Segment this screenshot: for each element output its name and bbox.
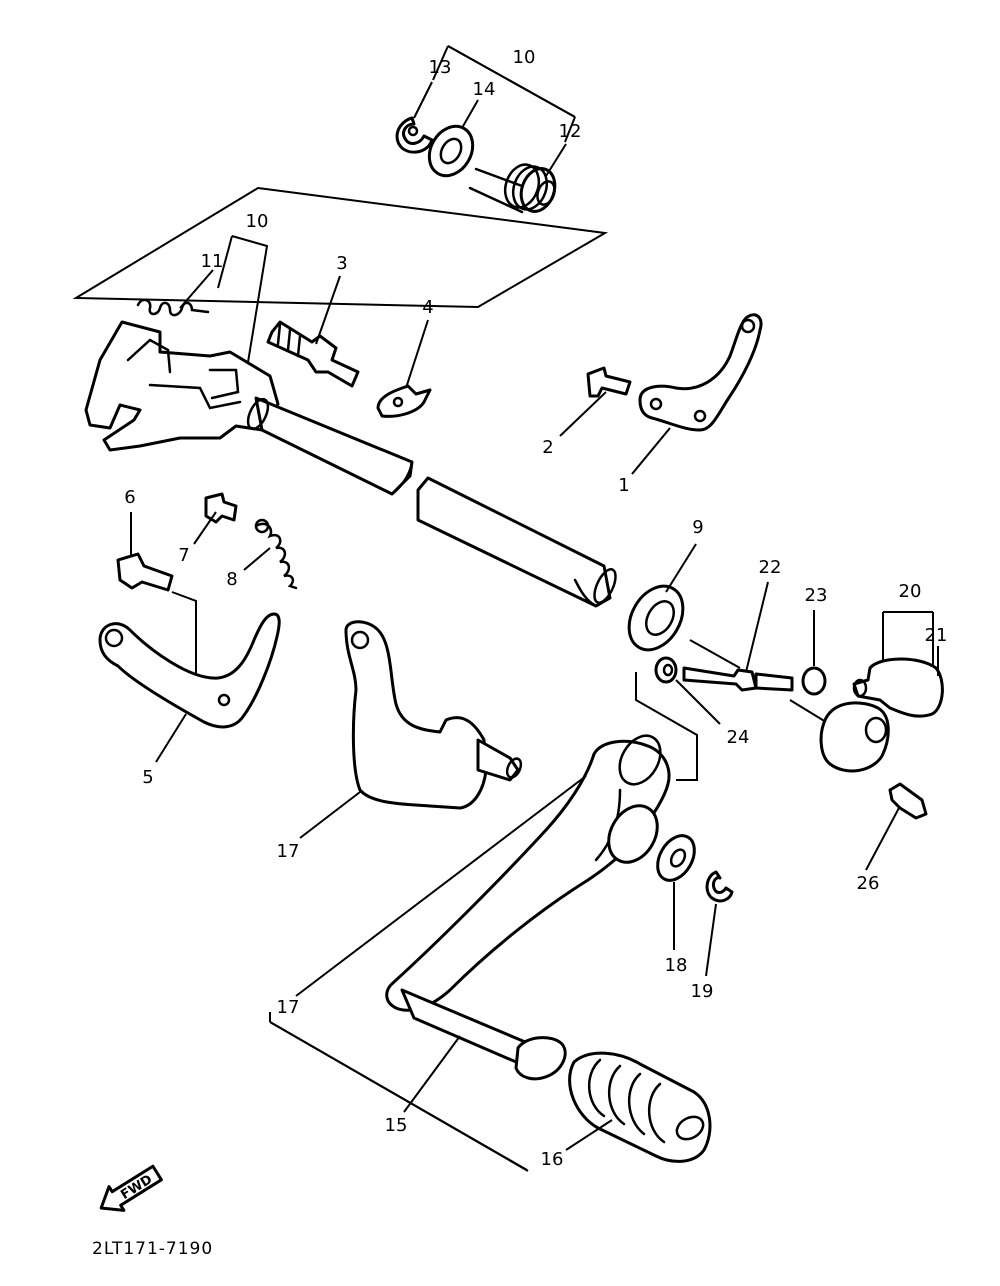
callout-11: 11: [201, 251, 224, 272]
drawing-code: 2LT171-7190: [92, 1239, 213, 1259]
callout-24: 23: [805, 585, 828, 606]
part-13-circlip: [395, 116, 434, 154]
callout-16: 16: [541, 1149, 564, 1170]
callout-19: 18: [665, 955, 688, 976]
leader-23: [745, 581, 769, 673]
part-9-oil-seal: [627, 584, 685, 652]
callout-10-mid: 10: [246, 211, 269, 232]
bracket-10-lower-b: [217, 235, 233, 289]
callout-6: 6: [124, 487, 135, 508]
part-10-shift-shaft-assembly: [84, 320, 617, 608]
guide-line-23: [635, 672, 698, 781]
bracket-top-line-b: [432, 45, 449, 81]
callout-10-top: 10: [513, 47, 536, 68]
leader-15: [403, 1035, 461, 1113]
leader-5: [155, 713, 187, 763]
leader-13: [413, 81, 433, 119]
part-7-bolt: [204, 492, 238, 524]
part-12-spring: [468, 163, 557, 214]
part-1-stopper-lever: [638, 313, 763, 432]
part-2-screw: [586, 366, 632, 398]
fwd-direction-arrow: FWD: [99, 1164, 163, 1212]
leader-2: [559, 391, 607, 437]
callout-5: 5: [142, 767, 153, 788]
callout-9: 9: [692, 517, 703, 538]
part-24-nut: [801, 666, 827, 696]
callout-14: 14: [473, 79, 496, 100]
callout-13: 13: [429, 57, 452, 78]
leader-8: [243, 547, 271, 571]
callout-17: 17: [277, 997, 300, 1018]
guide-line-9: [689, 639, 741, 669]
leader-17: [295, 775, 587, 997]
part-17-shift-pedal: [385, 734, 671, 1012]
part-8-spring: [254, 518, 298, 590]
part-4-clip: [376, 384, 432, 418]
callout-25: 24: [727, 727, 750, 748]
callout-26: 26: [857, 873, 880, 894]
leader-7: [193, 511, 217, 545]
part-21-joint-bottom: [819, 701, 890, 773]
bracket-top-line-a: [447, 45, 576, 118]
group-outline-shift-assembly: [72, 186, 609, 309]
part-22-joint-top: [852, 657, 944, 718]
part-3-pin: [266, 320, 360, 388]
leader-4: [405, 319, 429, 389]
leader-18: [299, 791, 361, 839]
leader-9: [665, 543, 697, 593]
part-18-arm: [344, 620, 523, 810]
part-26-bolt: [888, 782, 928, 820]
callout-1: 1: [618, 475, 629, 496]
guide-line-21: [789, 699, 827, 723]
leader-16: [565, 1119, 613, 1151]
leader-26: [865, 805, 901, 871]
bracket-10-lower: [231, 235, 269, 406]
part-5-arm: [98, 612, 281, 729]
part-19-washer: [656, 834, 696, 882]
leader-3: [315, 275, 341, 345]
callout-22: 21: [925, 625, 948, 646]
part-20-circlip: [705, 870, 734, 903]
callout-20: 19: [691, 981, 714, 1002]
callout-21: 20: [899, 581, 922, 602]
leader-12: [545, 143, 567, 177]
callout-18: 17: [277, 841, 300, 862]
leader-11: [179, 269, 214, 309]
leader-20: [705, 903, 717, 977]
callout-12: 12: [559, 121, 582, 142]
bracket-top-line-c: [564, 116, 576, 143]
part-6-bolt: [116, 552, 174, 592]
part-23-rod: [682, 666, 794, 692]
callout-4: 4: [422, 297, 433, 318]
part-25-nut: [654, 656, 678, 684]
leader-14: [461, 99, 479, 129]
callout-15: 15: [385, 1115, 408, 1136]
callout-3: 3: [336, 253, 347, 274]
callout-23: 22: [759, 557, 782, 578]
part-15-pedal-pin: [400, 988, 567, 1081]
leader-25: [675, 679, 721, 725]
part-11-spring: [136, 298, 210, 317]
callout-7: 7: [178, 545, 189, 566]
bracket-15-bottom: [269, 1021, 529, 1172]
callout-2: 2: [542, 437, 553, 458]
part-14-washer: [427, 124, 475, 178]
callout-8: 8: [226, 569, 237, 590]
part-16-footrest: [568, 1051, 712, 1163]
leader-1: [631, 427, 671, 475]
